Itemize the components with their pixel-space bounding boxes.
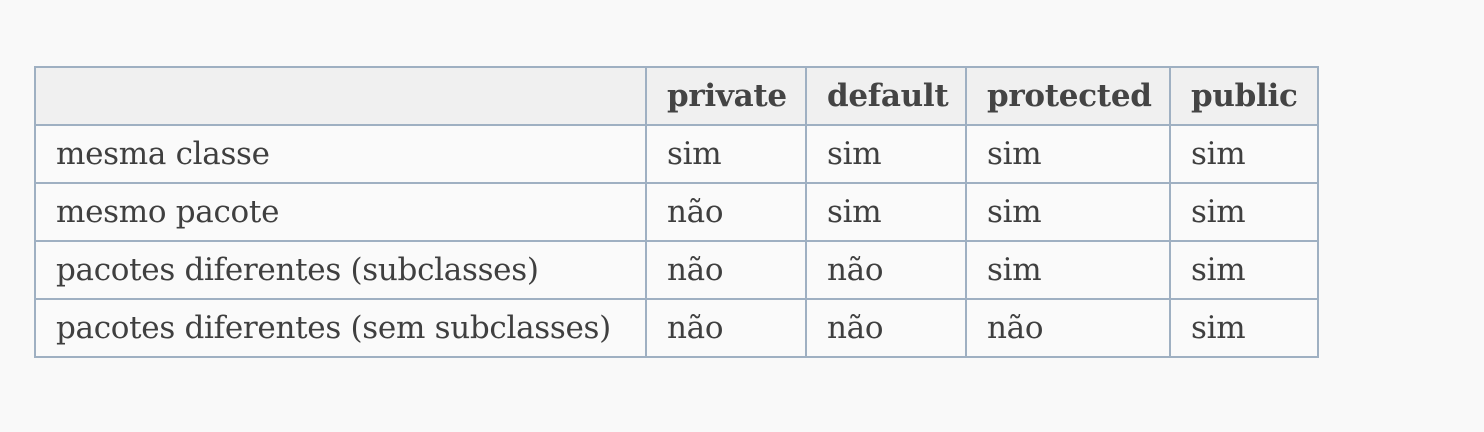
cell-default: não bbox=[805, 240, 967, 300]
access-modifier-table: private default protected public mesma c… bbox=[34, 66, 1319, 358]
table-row: mesmo pacote não sim sim sim bbox=[34, 182, 1319, 242]
cell-public: sim bbox=[1169, 298, 1319, 358]
cell-private: não bbox=[645, 240, 807, 300]
cell-protected: sim bbox=[965, 124, 1171, 184]
header-row: private default protected public bbox=[34, 66, 1319, 126]
table-row: mesma classe sim sim sim sim bbox=[34, 124, 1319, 184]
header-protected: protected bbox=[965, 66, 1171, 126]
header-private: private bbox=[645, 66, 807, 126]
header-public: public bbox=[1169, 66, 1319, 126]
table-header: private default protected public bbox=[34, 66, 1319, 126]
row-label: mesmo pacote bbox=[34, 182, 647, 242]
cell-private: sim bbox=[645, 124, 807, 184]
row-label: pacotes diferentes (subclasses) bbox=[34, 240, 647, 300]
cell-protected: sim bbox=[965, 182, 1171, 242]
cell-protected: não bbox=[965, 298, 1171, 358]
table-row: pacotes diferentes (sem subclasses) não … bbox=[34, 298, 1319, 358]
row-label: pacotes diferentes (sem subclasses) bbox=[34, 298, 647, 358]
cell-protected: sim bbox=[965, 240, 1171, 300]
cell-private: não bbox=[645, 298, 807, 358]
row-label: mesma classe bbox=[34, 124, 647, 184]
cell-public: sim bbox=[1169, 124, 1319, 184]
cell-public: sim bbox=[1169, 182, 1319, 242]
cell-default: sim bbox=[805, 182, 967, 242]
cell-public: sim bbox=[1169, 240, 1319, 300]
cell-default: não bbox=[805, 298, 967, 358]
header-corner-cell bbox=[34, 66, 647, 126]
header-default: default bbox=[805, 66, 967, 126]
table-body: mesma classe sim sim sim sim mesmo pacot… bbox=[34, 124, 1319, 358]
table-row: pacotes diferentes (subclasses) não não … bbox=[34, 240, 1319, 300]
cell-private: não bbox=[645, 182, 807, 242]
cell-default: sim bbox=[805, 124, 967, 184]
